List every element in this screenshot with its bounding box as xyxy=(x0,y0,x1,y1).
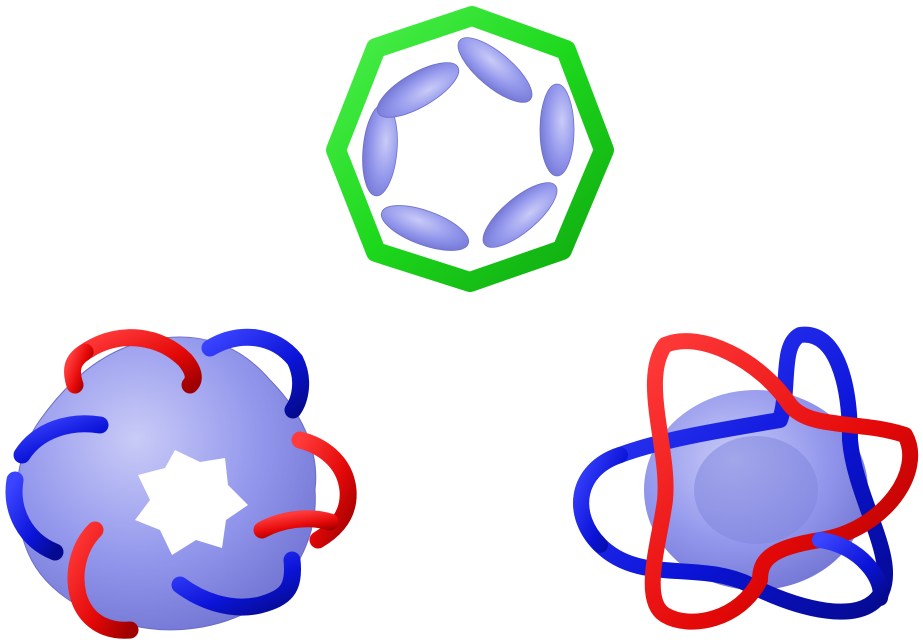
lilac-petals xyxy=(362,37,575,251)
torus-inner-shade xyxy=(694,436,818,544)
green-tube-ring xyxy=(326,6,614,292)
blue-knot-crossing xyxy=(812,532,889,606)
blue-ribbon xyxy=(13,415,109,464)
blue-ribbon xyxy=(5,471,64,561)
lilac-petal xyxy=(482,182,558,248)
green-ring-panel xyxy=(326,6,614,292)
red-ribbon xyxy=(253,510,339,539)
blue-ribbon xyxy=(201,328,310,419)
red-ribbon xyxy=(64,343,94,394)
lilac-petal xyxy=(457,37,533,103)
red-blue-ribbons xyxy=(5,328,357,639)
twisted-torus-panel xyxy=(5,328,357,639)
blue-knot-strand xyxy=(573,326,893,620)
lilac-petal xyxy=(380,205,470,251)
star-knot-panel xyxy=(573,326,918,630)
lilac-petal xyxy=(376,62,460,118)
red-ribbon xyxy=(67,521,139,639)
blue-ribbon xyxy=(171,551,302,616)
blue-knot-crossing xyxy=(573,447,628,553)
lilac-petal xyxy=(539,83,575,177)
red-blue-knot xyxy=(573,326,918,630)
torus-hole xyxy=(135,450,248,555)
red-knot-strand xyxy=(644,333,918,630)
red-ribbon xyxy=(79,329,202,394)
